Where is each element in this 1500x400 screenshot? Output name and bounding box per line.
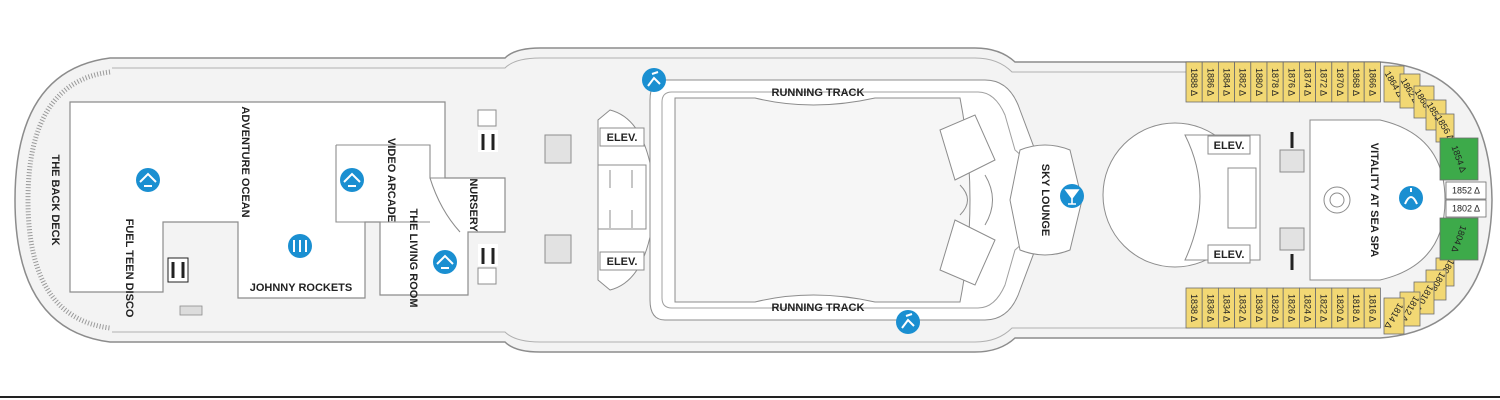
cabin-number: 1878 Δ <box>1270 68 1280 96</box>
cabin-1854[interactable]: 1854 Δ <box>1439 137 1479 181</box>
cabin-1872[interactable]: 1872 Δ <box>1315 61 1333 103</box>
running-track-label-bottom: RUNNING TRACK <box>772 302 865 314</box>
jogging-icon <box>642 68 666 92</box>
running-track-label-top: RUNNING TRACK <box>772 87 865 99</box>
cabin-number: 1852 Δ <box>1452 186 1480 196</box>
cabin-1866[interactable]: 1866 Δ <box>1363 61 1381 103</box>
elevator-label-aft-top: ELEV. <box>607 132 638 144</box>
cabin-number: 1830 Δ <box>1254 294 1264 322</box>
cabin-number: 1834 Δ <box>1222 294 1232 322</box>
cabin-1888[interactable]: 1888 Δ <box>1185 61 1203 103</box>
cabin-1820[interactable]: 1820 Δ <box>1331 287 1349 329</box>
cabin-1878[interactable]: 1878 Δ <box>1266 61 1284 103</box>
bottom-rule <box>0 396 1500 398</box>
spa-area <box>1309 119 1446 281</box>
cabin-1822[interactable]: 1822 Δ <box>1315 287 1333 329</box>
cabin-1814[interactable]: 1814 Δ <box>1383 297 1406 335</box>
back-deck-label: THE BACK DECK <box>49 154 61 245</box>
elevator-label-fwd-bottom: ELEV. <box>1214 249 1245 261</box>
cabin-1828[interactable]: 1828 Δ <box>1266 287 1284 329</box>
cabin-1874[interactable]: 1874 Δ <box>1299 61 1317 103</box>
elevator-label-aft-bottom: ELEV. <box>607 256 638 268</box>
cabin-1876[interactable]: 1876 Δ <box>1282 61 1300 103</box>
cabin-number: 1820 Δ <box>1335 294 1345 322</box>
cabin-number: 1866 Δ <box>1367 68 1377 96</box>
cabin-number: 1876 Δ <box>1286 68 1296 96</box>
cabin-1824[interactable]: 1824 Δ <box>1299 287 1317 329</box>
cabin-number: 1824 Δ <box>1303 294 1313 322</box>
cabin-1880[interactable]: 1880 Δ <box>1250 61 1268 103</box>
back-deck-rail <box>25 69 111 331</box>
cabin-number: 1886 Δ <box>1205 68 1215 96</box>
cabin-number: 1832 Δ <box>1238 294 1248 322</box>
cabin-1826[interactable]: 1826 Δ <box>1282 287 1300 329</box>
video-arcade-label: VIDEO ARCADE <box>385 138 397 222</box>
cabin-1886[interactable]: 1886 Δ <box>1201 61 1219 103</box>
cabin-1868[interactable]: 1868 Δ <box>1347 61 1365 103</box>
restroom-icon <box>478 244 498 266</box>
cabin-number: 1882 Δ <box>1238 68 1248 96</box>
cabin-1852[interactable]: 1852 Δ <box>1445 181 1487 200</box>
cabin-number: 1888 Δ <box>1189 68 1199 96</box>
cabin-number: 1880 Δ <box>1254 68 1264 96</box>
cabin-1804[interactable]: 1804 Δ <box>1439 217 1479 261</box>
pool-deck-area <box>674 97 971 303</box>
cabin-number: 1828 Δ <box>1270 294 1280 322</box>
cabin-number: 1802 Δ <box>1452 204 1480 214</box>
cabin-number: 1838 Δ <box>1189 294 1199 322</box>
cabin-1838[interactable]: 1838 Δ <box>1185 287 1203 329</box>
kids-activity-icon <box>433 250 457 274</box>
sky-lounge-label: SKY LOUNGE <box>1039 164 1051 237</box>
cabin-1830[interactable]: 1830 Δ <box>1250 287 1268 329</box>
cabin-number: 1818 Δ <box>1351 294 1361 322</box>
adventure-ocean-label: ADVENTURE OCEAN <box>239 106 251 217</box>
dining-icon <box>288 234 312 258</box>
hull-inner-line <box>112 57 1190 343</box>
kids-activity-icon <box>136 168 160 192</box>
fuel-teen-disco-label: FUEL TEEN DISCO <box>123 219 135 318</box>
cabin-1832[interactable]: 1832 Δ <box>1234 287 1252 329</box>
running-track-inner <box>661 91 1046 309</box>
cabin-number: 1822 Δ <box>1319 294 1329 322</box>
cabin-number: 1868 Δ <box>1351 68 1361 96</box>
cabin-1834[interactable]: 1834 Δ <box>1218 287 1236 329</box>
restroom-icon <box>167 257 189 283</box>
kids-activity-icon <box>340 168 364 192</box>
cabin-1818[interactable]: 1818 Δ <box>1347 287 1365 329</box>
cabin-1856[interactable]: 1856 Δ <box>1434 113 1457 142</box>
cabin-1870[interactable]: 1870 Δ <box>1331 61 1349 103</box>
cabin-number: 1884 Δ <box>1222 68 1232 96</box>
cabin-number: 1872 Δ <box>1319 68 1329 96</box>
cabin-1836[interactable]: 1836 Δ <box>1201 287 1219 329</box>
cabin-number: 1874 Δ <box>1303 68 1313 96</box>
cabin-number: 1826 Δ <box>1286 294 1296 322</box>
cocktail-icon <box>1060 184 1084 208</box>
elevator-label-fwd-top: ELEV. <box>1214 140 1245 152</box>
cabin-number: 1870 Δ <box>1335 68 1345 96</box>
cabin-1884[interactable]: 1884 Δ <box>1218 61 1236 103</box>
cabin-1882[interactable]: 1882 Δ <box>1234 61 1252 103</box>
cabin-1816[interactable]: 1816 Δ <box>1363 287 1381 329</box>
cabin-layer: 1888 Δ 1886 Δ 1884 Δ 1882 Δ 1880 Δ 1878 Δ 1876… <box>1185 61 1487 335</box>
cabin-number: 1836 Δ <box>1205 294 1215 322</box>
spa-label: VITALITY AT SEA SPA <box>1368 143 1380 258</box>
sky-lounge-room <box>1009 144 1083 256</box>
restroom-icon <box>478 130 498 152</box>
living-room-label: THE LIVING ROOM <box>407 209 419 308</box>
cabin-number: 1816 Δ <box>1367 294 1377 322</box>
spa-icon <box>1399 186 1423 210</box>
cabin-1802[interactable]: 1802 Δ <box>1445 199 1487 218</box>
jogging-icon <box>896 310 920 334</box>
johnny-rockets-label: JOHNNY ROCKETS <box>250 282 352 294</box>
nursery-label: NURSERY <box>467 178 479 232</box>
